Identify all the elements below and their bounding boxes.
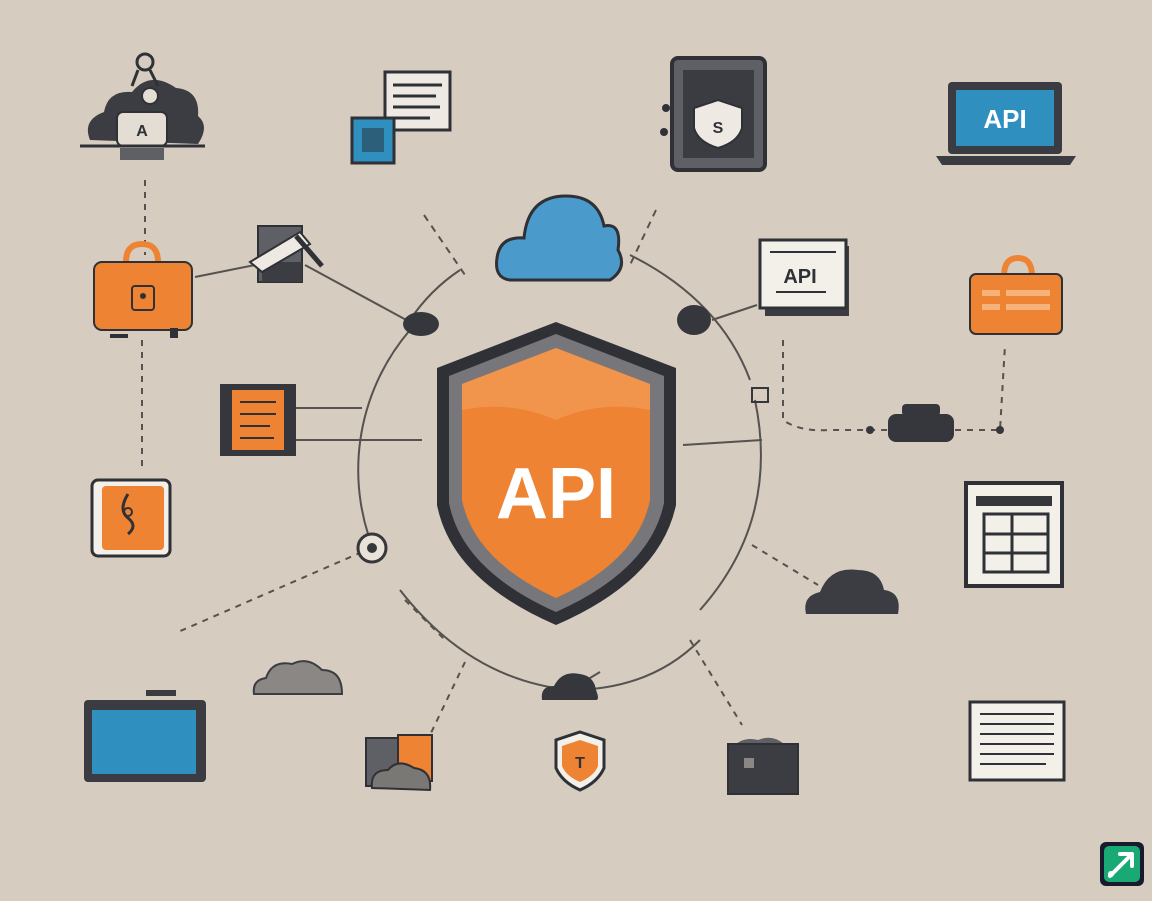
lead-bottom-right (689, 639, 743, 726)
shield-face (462, 348, 650, 598)
book-icon (220, 384, 296, 456)
cloud-icon-bottom (541, 673, 598, 700)
svg-text:S: S (713, 120, 724, 137)
wrench-tool-icon (248, 225, 324, 283)
lead-top-right (629, 209, 657, 266)
storage-box-icon (727, 737, 799, 795)
monitor-icon (84, 690, 206, 782)
ring-arc-right (699, 399, 762, 611)
tablet-shield-icon: S (660, 56, 767, 172)
laptop-api-icon: API (936, 82, 1076, 165)
node-clip-right (751, 387, 769, 403)
tag-icon (90, 478, 172, 558)
lead-right-network-end (955, 344, 1006, 431)
small-shield-icon: T (554, 730, 606, 792)
lead-bottom-left (429, 661, 466, 736)
document-chip-icon (350, 70, 452, 165)
briefcase-lock-icon (93, 240, 193, 338)
lead-right-network (782, 340, 888, 432)
server-stack-icon (365, 734, 433, 792)
lead-tool-left (194, 264, 256, 278)
text-document-icon (968, 700, 1066, 782)
cloud-outline-icon (252, 660, 344, 695)
node-dot-upper-right (677, 305, 711, 335)
lead-api-card (711, 304, 758, 321)
lead-left-lower (177, 551, 363, 633)
api-card-label: API (783, 266, 816, 288)
laptop-label: API (983, 104, 1026, 134)
lead-wrench (304, 264, 411, 323)
svg-text:T: T (575, 755, 585, 772)
trend-arrow-icon[interactable] (1100, 842, 1144, 886)
lead-ring-right (682, 439, 763, 446)
cloud-lock-icon-top-left: A (80, 52, 205, 160)
lead-top-left (423, 214, 466, 276)
center-shield: API (437, 322, 676, 625)
ring-arc-left (357, 329, 411, 561)
connector-nodes (356, 305, 769, 564)
lead-right-cloud (751, 544, 819, 586)
shield-highlight (462, 348, 650, 420)
lead-lower-left-dash (404, 599, 446, 641)
briefcase-list-icon (969, 254, 1063, 335)
cloud-icon-right (805, 569, 899, 614)
node-dot-upper-left (403, 312, 439, 336)
api-card-icon: API (758, 238, 849, 316)
cloud-icon-top (495, 194, 624, 282)
svg-text:A: A (136, 123, 148, 140)
center-shield-label: API (496, 454, 616, 534)
table-document-icon (964, 481, 1064, 588)
router-icon (866, 404, 1004, 442)
